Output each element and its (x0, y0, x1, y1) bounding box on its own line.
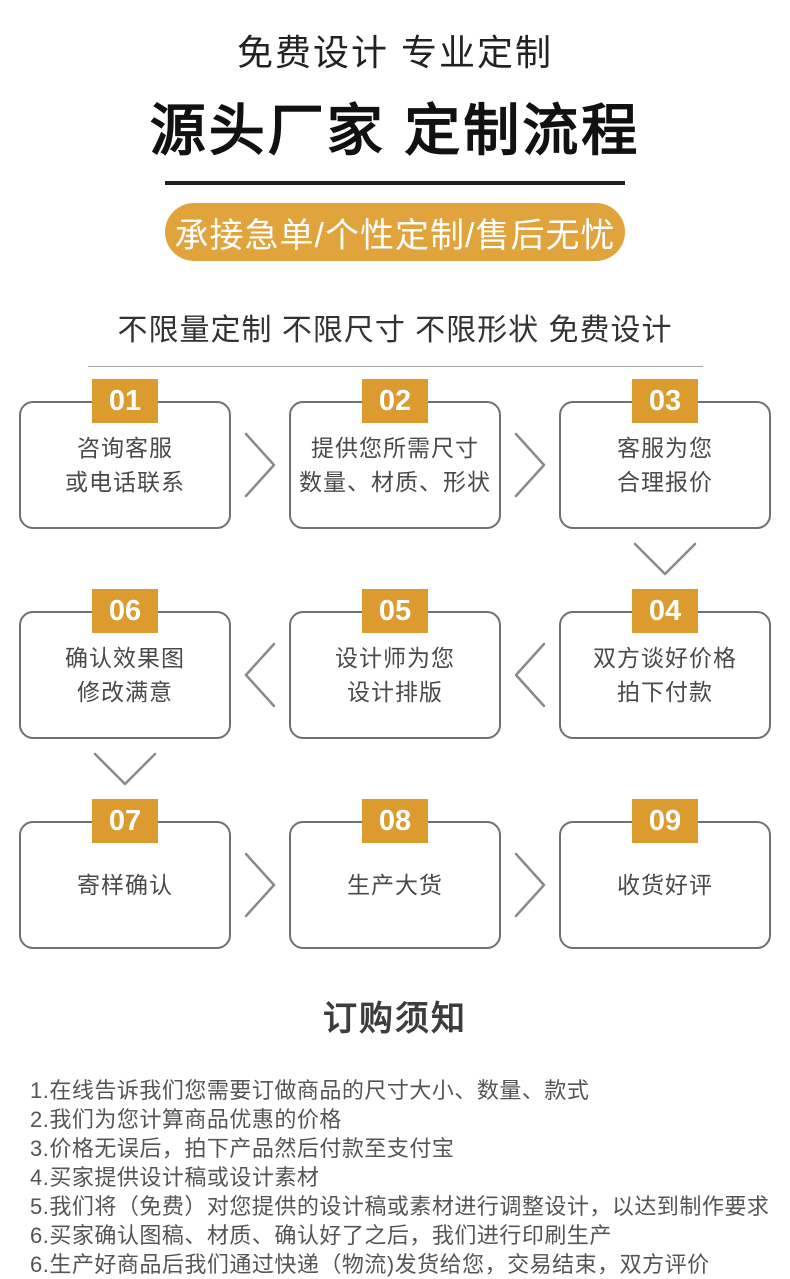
capabilities-subtitle: 不限量定制 不限尺寸 不限形状 免费设计 (117, 314, 673, 347)
process-flow-diagram: 01 咨询客服 或电话联系 02 提供您所需尺寸 数量、材质、形状 (19, 379, 771, 949)
page-title: 源头厂家 定制流程 (149, 99, 641, 162)
chevron-right-icon (514, 432, 546, 498)
chevron-down-icon (93, 752, 157, 786)
step-description: 设计师为您 设计排版 (289, 611, 501, 739)
note-item: 6.买家确认图稿、材质、确认好了之后，我们进行印刷生产 (30, 1223, 612, 1248)
step-number-badge: 08 (362, 799, 428, 843)
flow-row-1: 01 咨询客服 或电话联系 02 提供您所需尺寸 数量、材质、形状 (19, 379, 771, 529)
step-number-badge: 04 (632, 589, 698, 633)
notes-list: 1.在线告诉我们您需要订做商品的尺寸大小、数量、款式 2.我们为您计算商品优惠的… (30, 1076, 790, 1279)
flow-step-06: 06 确认效果图 修改满意 (19, 589, 231, 739)
chevron-down-icon (633, 542, 697, 576)
note-item: 2.我们为您计算商品优惠的价格 (30, 1107, 342, 1132)
notes-title: 订购须知 (323, 1000, 467, 1038)
arrow-cell (231, 379, 289, 529)
chevron-right-icon (514, 852, 546, 918)
arrow-cell (501, 589, 559, 739)
step-number-badge: 01 (92, 379, 158, 423)
flow-step-08: 08 生产大货 (289, 799, 501, 949)
product-custom-process-page: 免费设计 专业定制 源头厂家 定制流程 承接急单/个性定制/售后无忧 不限量定制… (19, 32, 771, 1277)
flow-step-07: 07 寄样确认 (19, 799, 231, 949)
tagline: 免费设计 专业定制 (236, 32, 553, 73)
step-number-badge: 06 (92, 589, 158, 633)
step-number-badge: 09 (632, 799, 698, 843)
step-description: 双方谈好价格 拍下付款 (559, 611, 771, 739)
arrow-cell (501, 379, 559, 529)
flow-gap-2 (19, 739, 771, 799)
flow-step-05: 05 设计师为您 设计排版 (289, 589, 501, 739)
flow-step-09: 09 收货好评 (559, 799, 771, 949)
chevron-right-icon (244, 852, 276, 918)
step-number-badge: 02 (362, 379, 428, 423)
title-underline (165, 181, 625, 185)
note-item: 4.买家提供设计稿或设计素材 (30, 1165, 320, 1190)
flow-step-04: 04 双方谈好价格 拍下付款 (559, 589, 771, 739)
note-item: 5.我们将（免费）对您提供的设计稿或素材进行调整设计，以达到制作要求 (30, 1194, 770, 1219)
step-number-badge: 05 (362, 589, 428, 633)
flow-step-03: 03 客服为您 合理报价 (559, 379, 771, 529)
arrow-cell (231, 589, 289, 739)
chevron-right-icon (244, 432, 276, 498)
arrow-cell (501, 799, 559, 949)
flow-gap-1 (19, 529, 771, 589)
note-item: 1.在线告诉我们您需要订做商品的尺寸大小、数量、款式 (30, 1078, 590, 1103)
step-number-badge: 07 (92, 799, 158, 843)
step-number-badge: 03 (632, 379, 698, 423)
flow-step-02: 02 提供您所需尺寸 数量、材质、形状 (289, 379, 501, 529)
arrow-cell (231, 799, 289, 949)
promo-banner: 承接急单/个性定制/售后无忧 (165, 203, 625, 261)
flow-row-3: 07 寄样确认 08 生产大货 (19, 799, 771, 949)
chevron-left-icon (514, 642, 546, 708)
flow-step-01: 01 咨询客服 或电话联系 (19, 379, 231, 529)
chevron-left-icon (244, 642, 276, 708)
subtitle-divider (87, 366, 703, 367)
flow-row-2: 06 确认效果图 修改满意 05 设计师为您 设计排版 (19, 589, 771, 739)
note-item: 3.价格无误后，拍下产品然后付款至支付宝 (30, 1136, 455, 1161)
note-item: 6.生产好商品后我们通过快递（物流)发货给您，交易结束，双方评价 (30, 1252, 710, 1277)
